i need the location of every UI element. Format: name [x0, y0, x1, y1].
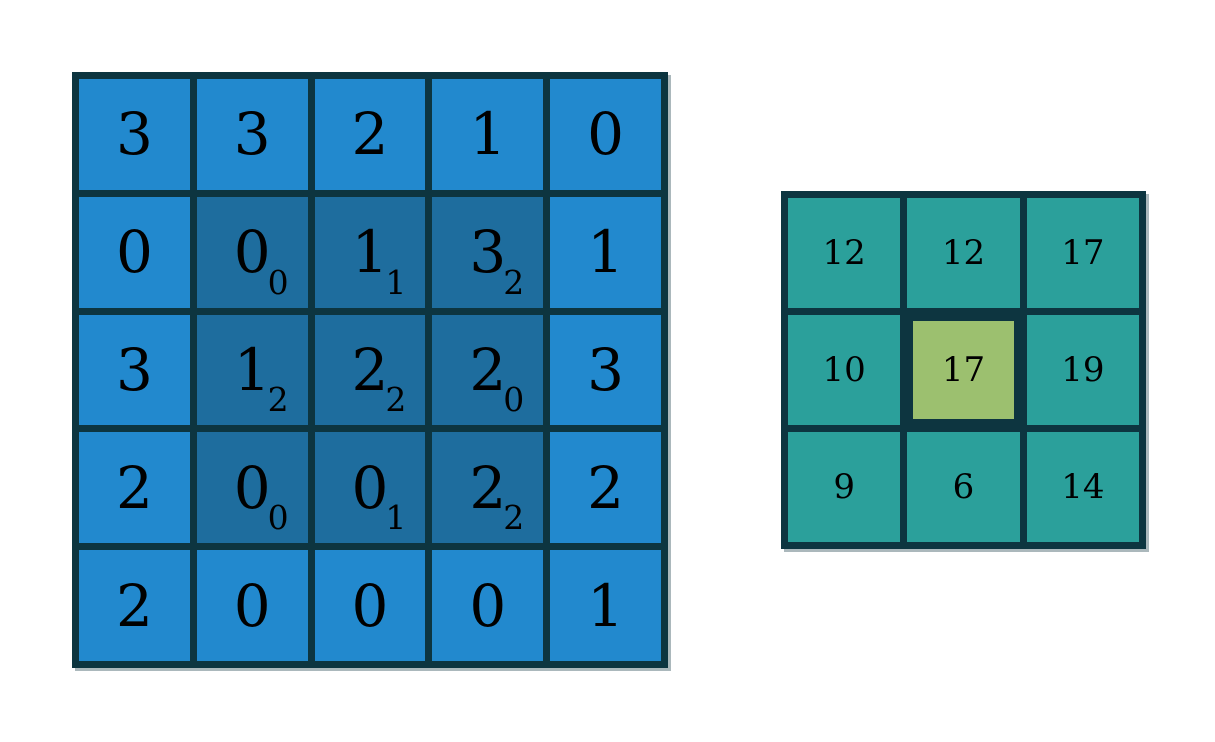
input-cell-r0-c1: 3 — [196, 79, 308, 190]
input-cell-value: 1 — [233, 335, 271, 404]
input-cell-r0-c0: 3 — [79, 79, 190, 190]
output-cell-r1-c1: 17 — [907, 315, 1020, 425]
kernel-weight-subscript: 2 — [267, 380, 289, 420]
input-cell-r0-c3: 1 — [432, 79, 544, 190]
output-cell-value: 17 — [941, 350, 986, 390]
output-cell-r2-c0: 9 — [788, 432, 901, 542]
input-cell-r0-c4: 0 — [550, 79, 661, 190]
output-cell-value: 6 — [952, 467, 975, 507]
input-cell-r2-c4: 3 — [550, 314, 661, 426]
kernel-weight-subscript: 2 — [503, 262, 525, 302]
kernel-weight-subscript: 1 — [385, 262, 407, 302]
input-cell-value: 2 — [351, 335, 389, 404]
input-cell-r4-c2: 0 — [314, 550, 426, 661]
input-cell-r4-c1: 0 — [196, 550, 308, 661]
input-cell-value: 1 — [587, 218, 625, 287]
output-cell-value: 12 — [822, 233, 866, 273]
output-cell-r2-c2: 14 — [1026, 432, 1139, 542]
output-cell-value: 19 — [1061, 350, 1105, 390]
input-cell-value: 3 — [233, 100, 271, 169]
input-cell-value: 1 — [469, 100, 507, 169]
input-cell-value: 0 — [233, 453, 271, 522]
output-feature-map-grid: 12 12 17 10 17 19 9 6 14 — [781, 191, 1146, 549]
output-cell-r0-c1: 12 — [907, 198, 1020, 308]
input-cell-value: 0 — [587, 100, 625, 169]
input-cell-value: 2 — [469, 453, 507, 522]
output-cell-value: 10 — [822, 350, 866, 390]
input-cell-value: 3 — [469, 218, 507, 287]
input-cell-value: 1 — [587, 571, 625, 640]
kernel-weight-subscript: 1 — [385, 498, 407, 538]
input-cell-value: 2 — [351, 100, 389, 169]
input-cell-r0-c2: 2 — [314, 79, 426, 190]
input-cell-value: 2 — [115, 571, 153, 640]
input-cell-value: 0 — [351, 453, 389, 522]
output-cell-r2-c1: 6 — [907, 432, 1020, 542]
kernel-weight-subscript: 0 — [267, 262, 289, 302]
input-cell-r3-c4: 2 — [550, 432, 661, 544]
kernel-weight-subscript: 2 — [385, 380, 407, 420]
input-cell-value: 3 — [115, 335, 153, 404]
input-cell-r3-c0: 2 — [79, 432, 190, 544]
input-cell-value: 2 — [469, 335, 507, 404]
output-cell-r1-c0: 10 — [788, 315, 901, 425]
input-cell-value: 2 — [115, 453, 153, 522]
output-cell-value: 14 — [1061, 467, 1105, 507]
input-cell-r1-c4: 1 — [550, 196, 661, 308]
kernel-weight-subscript: 2 — [503, 498, 525, 538]
input-cell-value: 2 — [587, 453, 625, 522]
output-cell-highlight-fill: 17 — [913, 321, 1014, 419]
input-cell-r4-c4: 1 — [550, 550, 661, 661]
input-cell-value: 3 — [587, 335, 625, 404]
kernel-weight-subscript: 0 — [503, 380, 525, 420]
output-cell-value: 9 — [833, 467, 855, 507]
input-cell-value: 0 — [351, 571, 389, 640]
input-cell-r4-c3: 0 — [432, 550, 544, 661]
output-cell-r0-c2: 17 — [1026, 198, 1139, 308]
input-cell-value: 3 — [115, 100, 153, 169]
input-cell-value: 0 — [233, 571, 271, 640]
output-cell-r1-c2: 19 — [1026, 315, 1139, 425]
input-cell-r2-c0: 3 — [79, 314, 190, 426]
output-cell-r0-c0: 12 — [788, 198, 901, 308]
kernel-weight-subscript: 0 — [267, 498, 289, 538]
input-cell-value: 0 — [469, 571, 507, 640]
input-cell-value: 0 — [233, 218, 271, 287]
input-cell-value: 0 — [115, 218, 153, 287]
input-cell-value: 1 — [351, 218, 389, 287]
input-cell-r4-c0: 2 — [79, 550, 190, 661]
output-cell-value: 12 — [941, 233, 986, 273]
input-cell-r1-c0: 0 — [79, 196, 190, 308]
output-cell-value: 17 — [1061, 233, 1105, 273]
